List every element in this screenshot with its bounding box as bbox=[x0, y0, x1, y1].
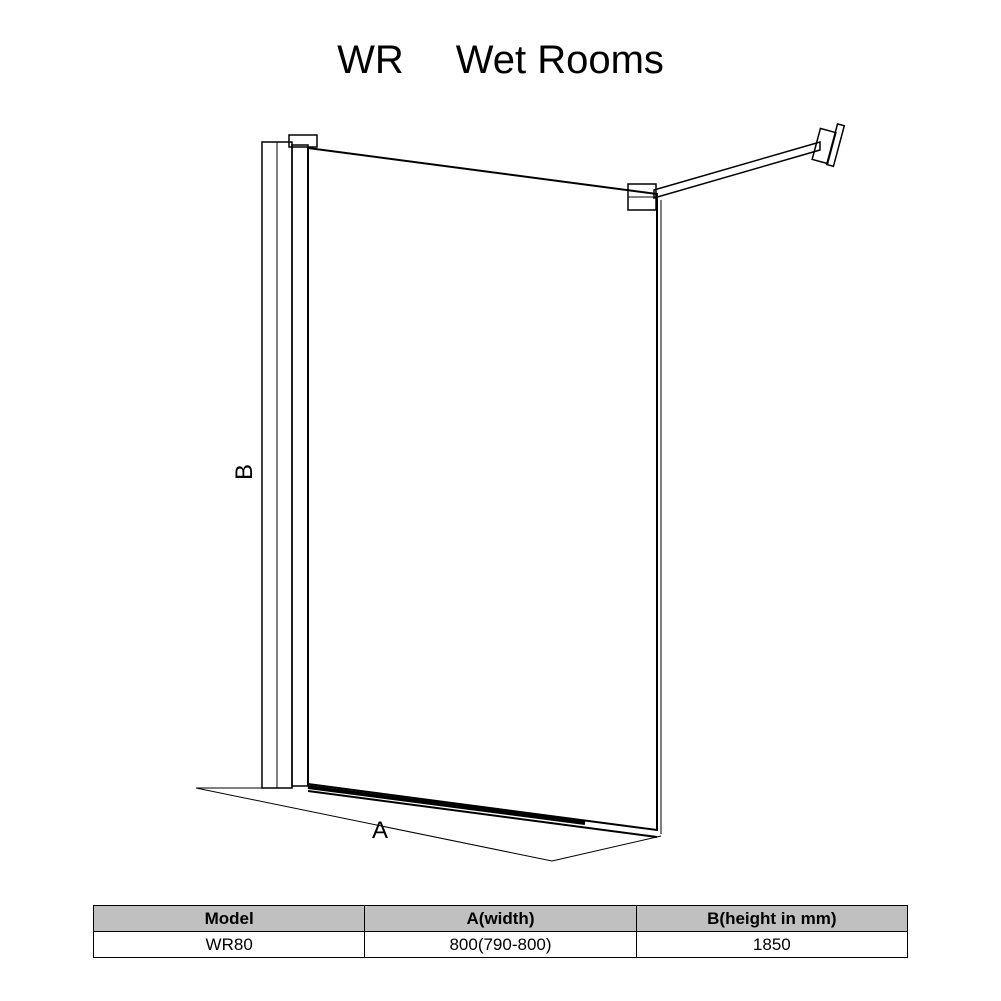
title-code: WR bbox=[337, 38, 404, 82]
header-height: B(height in mm) bbox=[635, 905, 909, 932]
table-row: WR80 800(790-800) 1850 bbox=[92, 931, 909, 958]
width-dimension-label: A bbox=[372, 817, 388, 844]
table-header-row: Model A(width) B(height in mm) bbox=[92, 905, 909, 932]
glass-panel bbox=[307, 146, 658, 832]
glass-edge-profile bbox=[291, 144, 309, 787]
floor-front-edge bbox=[195, 787, 553, 862]
support-arm-wall-plate bbox=[825, 123, 846, 168]
top-bracket bbox=[288, 134, 318, 148]
diagram-linework bbox=[195, 123, 846, 862]
dimension-table: Model A(width) B(height in mm) WR80 800(… bbox=[92, 905, 909, 958]
dimension-table-head: Model A(width) B(height in mm) bbox=[92, 905, 909, 932]
cell-model: WR80 bbox=[92, 931, 366, 958]
support-arm bbox=[653, 141, 821, 199]
height-dimension-label: B bbox=[231, 464, 258, 480]
cell-height: 1850 bbox=[635, 931, 909, 958]
title-name: Wet Rooms bbox=[455, 38, 664, 82]
bottom-seal-outer bbox=[307, 790, 658, 838]
header-width: A(width) bbox=[364, 905, 637, 932]
floor-right-edge bbox=[551, 835, 662, 862]
page-title: WR Wet Rooms bbox=[0, 40, 1001, 80]
header-model: Model bbox=[92, 905, 366, 932]
bottom-seal-inner bbox=[307, 785, 586, 825]
cell-width: 800(790-800) bbox=[364, 931, 637, 958]
dimension-table-body: WR80 800(790-800) 1850 bbox=[92, 931, 909, 958]
